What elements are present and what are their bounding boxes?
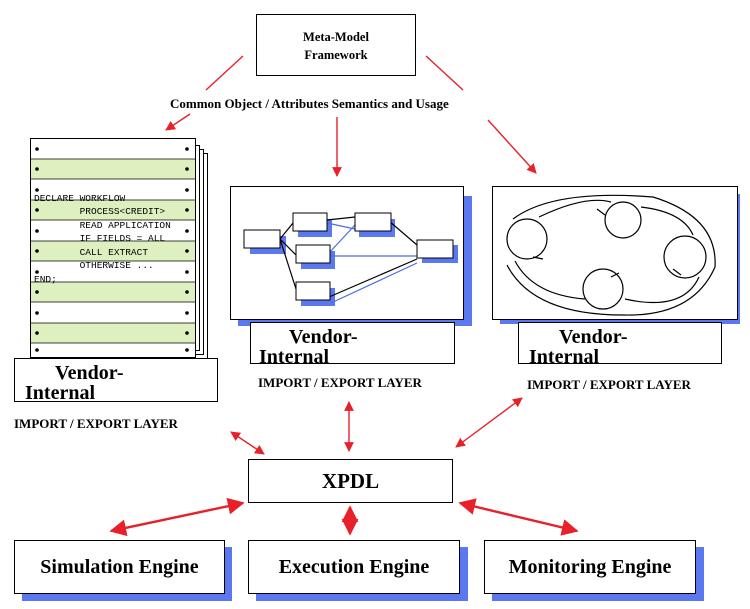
meta-model-line2: Framework: [304, 48, 368, 62]
code-listing-page: [30, 138, 196, 358]
arrow-meta-to-common-left: [205, 55, 244, 91]
meta-model-framework-box: Meta-Model Framework: [256, 14, 416, 76]
flow-diagram-panel: [230, 186, 464, 320]
arrow-to-code-listing: [165, 113, 191, 131]
vendor-middle-box: Vendor- Internal: [250, 322, 455, 368]
xpdl-box: XPDL: [248, 459, 453, 503]
code-listing-rows: [31, 147, 195, 352]
meta-model-line1: Meta-Model: [303, 30, 369, 44]
code-line-3: READ APPLICATION: [34, 220, 171, 231]
code-line-2: PROCESS<CREDIT>: [34, 206, 166, 217]
simulation-engine-box: Simulation Engine: [14, 540, 225, 594]
execution-engine-box: Execution Engine: [248, 540, 460, 594]
flow-diagram: [243, 212, 458, 306]
vendor-right-layer-label: IMPORT / EXPORT LAYER: [527, 377, 691, 392]
code-line-4: IF FIELDS = ALL: [34, 233, 166, 244]
code-line-6: OTHERWISE ...: [34, 260, 154, 271]
arrow-xpdl-vendor-left: [230, 431, 265, 455]
vendor-left-box: Vendor- Internal: [14, 358, 218, 404]
monitoring-engine-box: Monitoring Engine: [484, 540, 696, 594]
vendor-right-line1: Vendor-: [559, 326, 628, 348]
arrow-to-state-diagram: [487, 119, 537, 174]
code-line-1: DECLARE WORKFLOW: [34, 193, 126, 204]
arrow-meta-to-common-right: [425, 55, 464, 91]
state-diagram-panel: [492, 186, 738, 320]
vendor-left-layer-label: IMPORT / EXPORT LAYER: [14, 416, 178, 431]
code-line-5: CALL EXTRACT: [34, 247, 149, 258]
vendor-middle-line1: Vendor-: [289, 326, 358, 348]
arrow-xpdl-simulation: [109, 497, 245, 537]
vendor-left-line2: Internal: [25, 382, 95, 404]
vendor-middle-layer-label: IMPORT / EXPORT LAYER: [258, 375, 422, 390]
vendor-middle-line2: Internal: [259, 346, 329, 368]
vendor-right-box: Vendor- Internal: [518, 322, 722, 368]
common-object-label: Common Object / Attributes Semantics and…: [170, 96, 449, 111]
vendor-right-line2: Internal: [529, 346, 599, 368]
code-line-7: END;: [34, 274, 57, 285]
state-diagram: [506, 194, 716, 316]
arrow-xpdl-monitoring: [458, 498, 579, 536]
arrow-xpdl-vendor-right: [455, 397, 523, 448]
vendor-left-line1: Vendor-: [55, 362, 124, 384]
